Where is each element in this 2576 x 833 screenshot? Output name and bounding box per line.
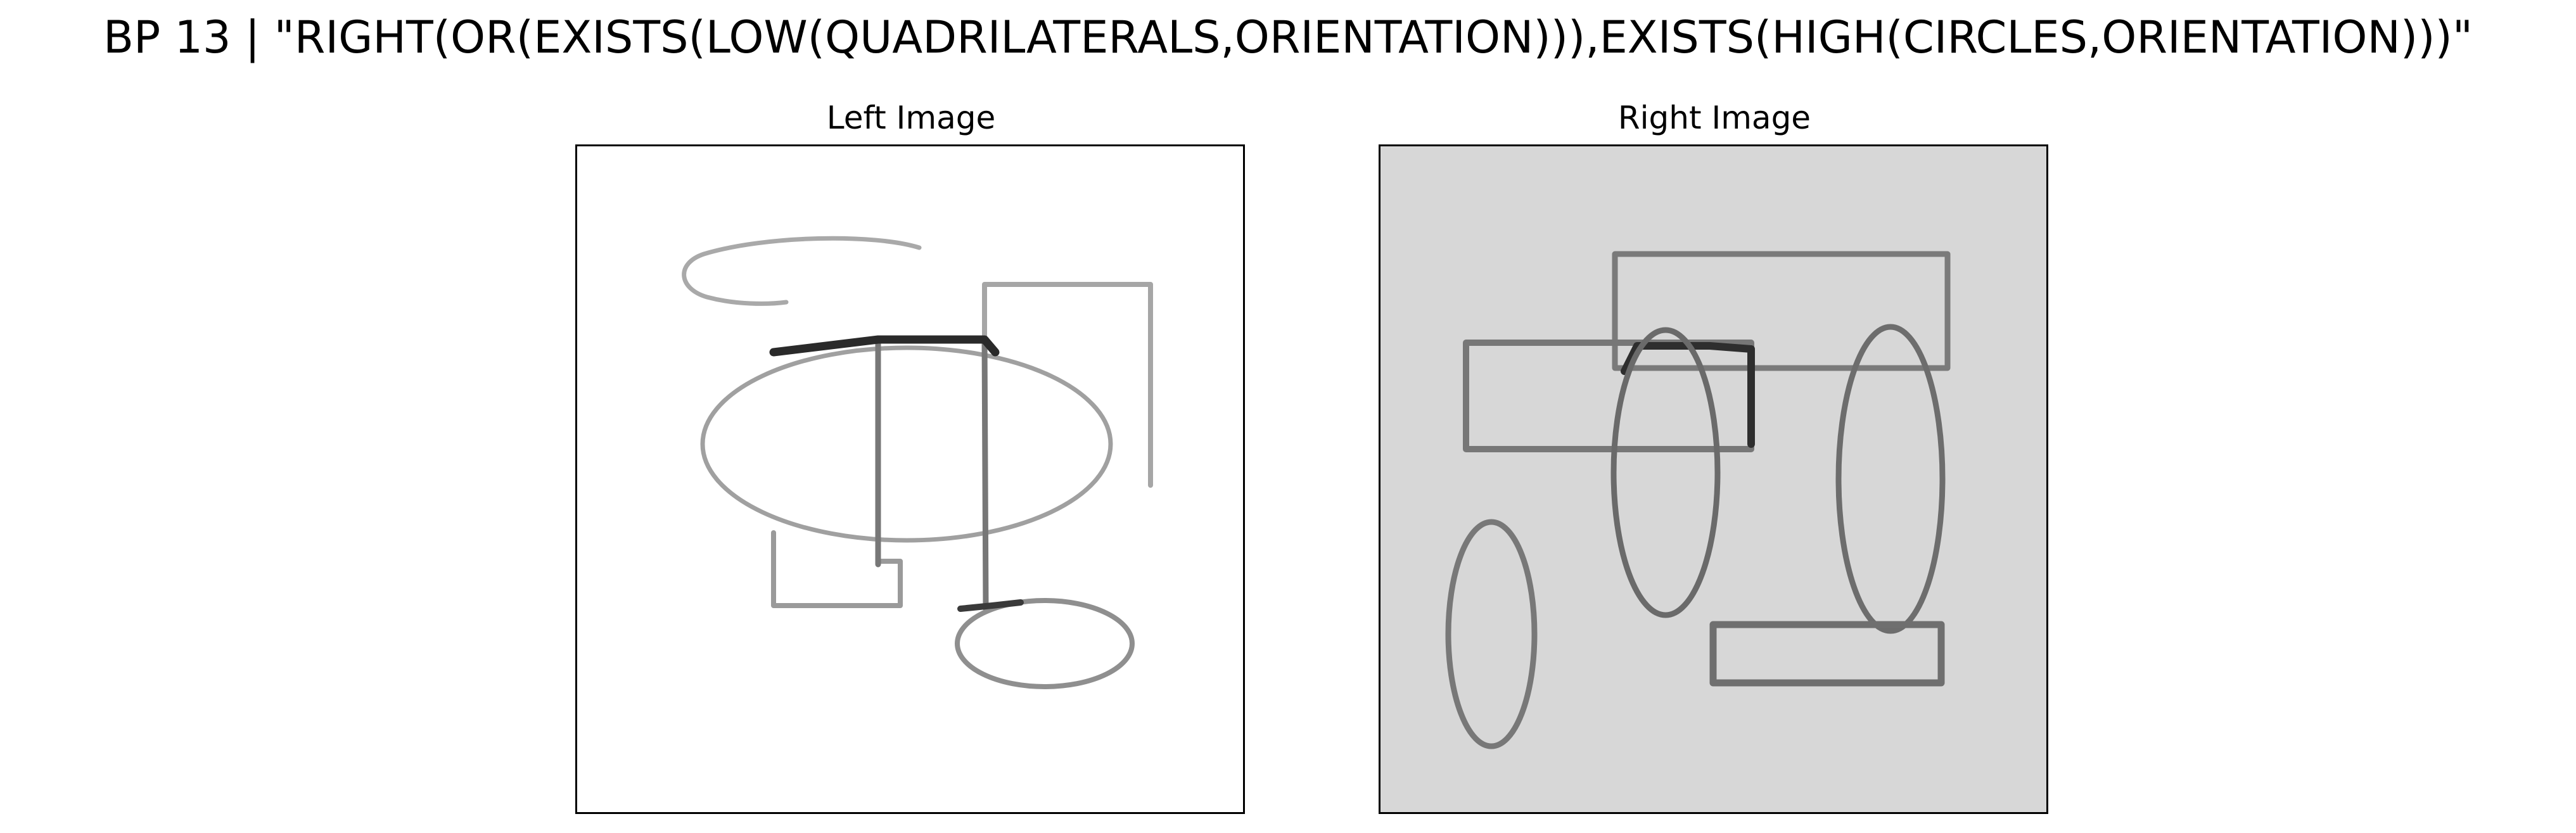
left-image-panel: [575, 144, 1245, 814]
right-top-rectangle: [1612, 251, 1951, 371]
left-small-rectangle: [771, 530, 903, 608]
left-image-title: Left Image: [826, 99, 996, 136]
left-center-rectangle-top: [769, 335, 1000, 357]
right-small-ellipse: [1445, 519, 1538, 749]
left-bottom-ellipse: [955, 598, 1135, 689]
left-tall-rectangle: [982, 282, 1153, 488]
left-large-ellipse: [700, 345, 1113, 543]
right-overlap-top: [1621, 342, 1755, 448]
left-bottom-ellipse-dark: [957, 599, 1024, 612]
right-right-ellipse: [1835, 324, 1946, 634]
left-center-rectangle-sides: [875, 336, 989, 612]
right-image-panel: [1379, 144, 2048, 814]
right-center-ellipse: [1610, 327, 1721, 618]
right-image-drawing: [1445, 251, 1951, 749]
left-top-ellipse: [682, 236, 922, 306]
right-image-title: Right Image: [1617, 99, 1811, 136]
left-image-drawing: [682, 236, 1153, 689]
figure-title: BP 13 | "RIGHT(OR(EXISTS(LOW(QUADRILATER…: [103, 11, 2473, 63]
right-bottom-rectangle: [1709, 621, 1945, 687]
